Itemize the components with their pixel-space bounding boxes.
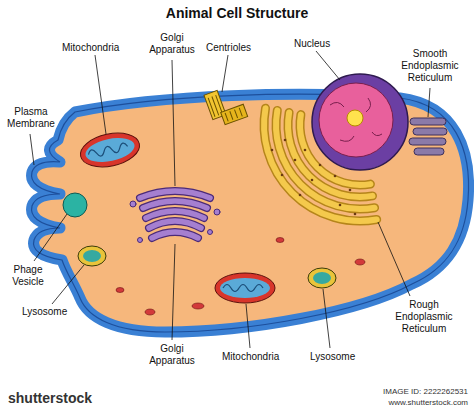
smooth-er <box>409 118 447 155</box>
mitochondrion <box>215 273 275 303</box>
part-label: Plasma Membrane <box>4 106 58 130</box>
part-label: Phage Vesicle <box>6 264 50 288</box>
part-label: Lysosome <box>310 351 380 363</box>
part-label: Golgi Apparatus <box>146 32 198 56</box>
part-label: Nucleus <box>294 38 354 50</box>
vesicles <box>116 238 365 316</box>
part-label: Smooth Endoplasmic Reticulum <box>392 48 468 84</box>
part-label: Rough Endoplasmic Reticulum <box>385 299 463 335</box>
part-label: Mitochondria <box>222 351 302 363</box>
phage-vesicle <box>63 193 87 217</box>
golgi-apparatus <box>130 191 220 243</box>
centrioles <box>204 90 248 124</box>
leader-lines <box>30 51 430 348</box>
part-label: Lysosome <box>22 306 92 318</box>
watermark: IMAGE ID: 2222262531 <box>300 387 468 397</box>
part-label: Centrioles <box>206 42 276 54</box>
watermark: shutterstock <box>8 390 148 406</box>
nucleus <box>312 74 408 170</box>
part-label: Golgi Apparatus <box>146 343 198 367</box>
lysosome <box>78 246 336 288</box>
mitochondrion <box>77 128 142 172</box>
watermark: www.shutterstock.com <box>300 398 468 408</box>
part-label: Mitochondria <box>62 42 142 54</box>
diagram-title: Animal Cell Structure <box>0 5 474 21</box>
